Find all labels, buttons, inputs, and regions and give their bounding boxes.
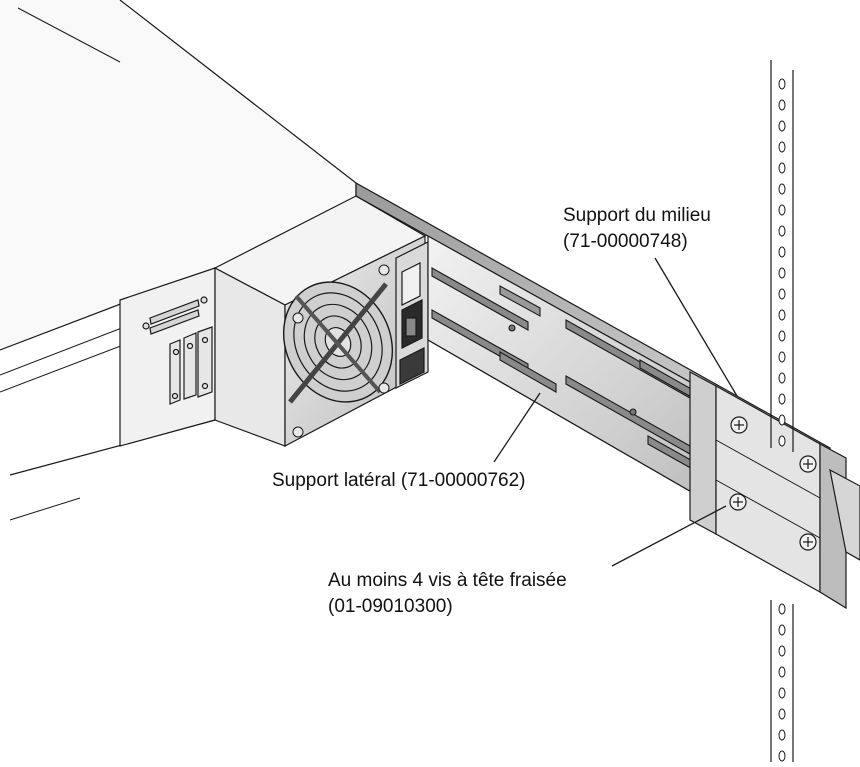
rack-hole <box>778 645 786 657</box>
screws-callout: Au moins 4 vis à tête fraisée (01-090103… <box>328 568 567 620</box>
rack-hole <box>778 750 786 762</box>
rack-hole <box>778 246 786 258</box>
rack-hole <box>778 351 786 363</box>
rack-hole <box>778 288 786 300</box>
rack-hole <box>778 708 786 720</box>
rack-hole <box>778 624 786 636</box>
rail-slots <box>431 267 713 481</box>
screws-leader <box>611 505 727 567</box>
rack-hole <box>778 666 786 678</box>
side-bracket-callout: Support latéral (71-00000762) <box>272 468 526 494</box>
screws-part: (01-09010300) <box>328 596 453 617</box>
rack-hole <box>778 162 786 174</box>
screw-icon <box>729 416 817 551</box>
rack-hole <box>778 687 786 699</box>
rack-hole <box>778 141 786 153</box>
rack-hole <box>778 414 786 426</box>
rack-hole <box>778 330 786 342</box>
rack-hole <box>778 204 786 216</box>
rack-post <box>770 60 794 762</box>
rack-hole <box>778 225 786 237</box>
side-bracket-label: Support latéral (71-00000762) <box>272 470 526 491</box>
side-bracket-leader <box>493 392 541 463</box>
rack-hole <box>778 603 786 615</box>
rack-hole <box>778 78 786 90</box>
middle-bracket <box>689 370 860 610</box>
leader-lines <box>493 257 738 567</box>
rack-hole <box>778 99 786 111</box>
rack-hole <box>778 183 786 195</box>
rack-hole-icon <box>778 78 786 762</box>
middle-bracket-part: (71-00000748) <box>563 231 688 252</box>
rack-hole <box>778 729 786 741</box>
fan-icon <box>282 264 394 438</box>
rack-hole <box>778 120 786 132</box>
rear-connectors <box>142 296 213 405</box>
rack-hole <box>778 393 786 405</box>
middle-bracket-name: Support du milieu <box>563 205 711 226</box>
rack-hole <box>778 372 786 384</box>
rack-hole <box>778 309 786 321</box>
middle-bracket-callout: Support du milieu (71-00000748) <box>563 203 711 255</box>
power-inlet-icon <box>395 241 429 389</box>
rack-hole <box>778 435 786 447</box>
screws-name: Au moins 4 vis à tête fraisée <box>328 570 567 591</box>
rack-hole <box>778 267 786 279</box>
middle-bracket-leader <box>654 257 738 397</box>
